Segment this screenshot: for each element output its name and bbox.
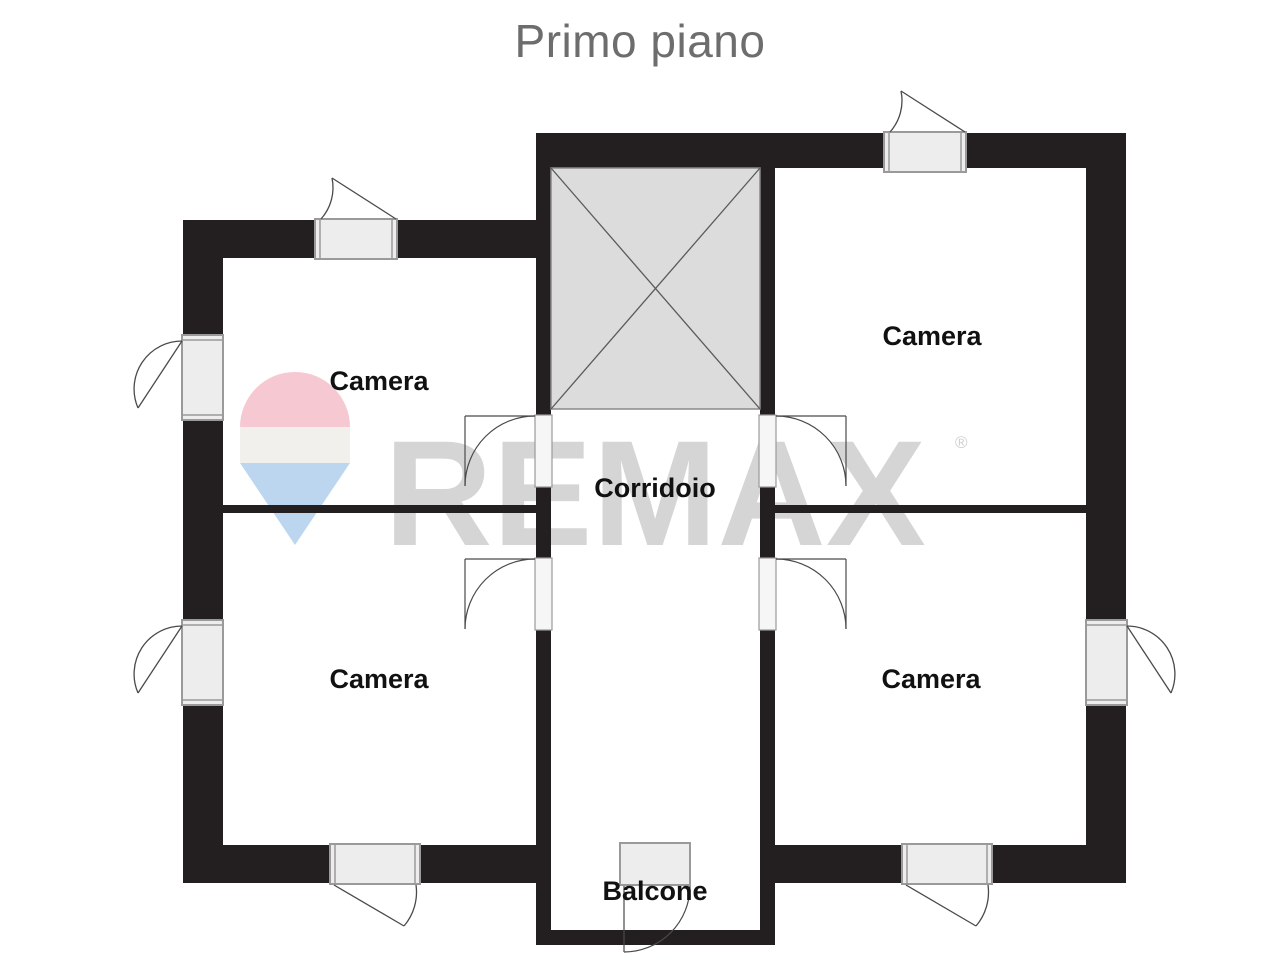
door-corridor-to-top-left: [464, 414, 553, 488]
window-left-bottom-camera: [133, 619, 224, 706]
room-label-camera-bottom-right: Camera: [881, 664, 981, 694]
remax-watermark: REMAX ®: [240, 372, 968, 577]
door-corridor-to-bottom-left: [464, 557, 553, 631]
room-label-camera-top-right: Camera: [882, 321, 982, 351]
window-bottom-right-camera: [901, 843, 993, 927]
room-label-balcone: Balcone: [602, 876, 707, 906]
remax-balloon-icon: [240, 372, 350, 545]
window-right-bottom-camera: [1085, 619, 1176, 706]
window-top-right-camera: [883, 90, 967, 173]
wall-right-outer: [1086, 133, 1126, 883]
window-bottom-left-camera: [329, 843, 421, 927]
wall-balcone-right: [760, 845, 775, 945]
stairwell-block: [550, 167, 761, 410]
windows-group: [133, 90, 1176, 927]
window-top-left-camera: [314, 177, 398, 260]
room-label-corridoio: Corridoio: [594, 473, 716, 503]
remax-registered-icon: ®: [955, 433, 968, 452]
page-title: Primo piano: [514, 15, 766, 67]
room-labels-group: Camera Camera Corridoio Camera Camera Ba…: [329, 321, 982, 906]
wall-corridor-left: [536, 133, 551, 845]
door-corridor-to-bottom-right: [758, 557, 847, 631]
wall-corridor-right: [760, 133, 775, 845]
stairwell-cross-icon-2: [550, 167, 761, 410]
room-label-camera-bottom-left: Camera: [329, 664, 429, 694]
room-label-camera-top-left: Camera: [329, 366, 429, 396]
wall-divider-right: [775, 505, 1086, 513]
wall-top-right-segment: [536, 133, 1126, 168]
remax-wordmark: REMAX: [384, 409, 926, 577]
wall-balcone-left: [536, 845, 551, 945]
window-left-top-camera: [133, 334, 224, 421]
walls-group: [183, 133, 1126, 945]
wall-balcone-bottom: [536, 930, 775, 945]
doors-group: [464, 414, 847, 953]
wall-divider-left: [223, 505, 536, 513]
door-corridor-to-top-right: [758, 414, 847, 488]
wall-left-outer: [183, 220, 223, 883]
door-corridor-to-balcone: [619, 842, 691, 953]
